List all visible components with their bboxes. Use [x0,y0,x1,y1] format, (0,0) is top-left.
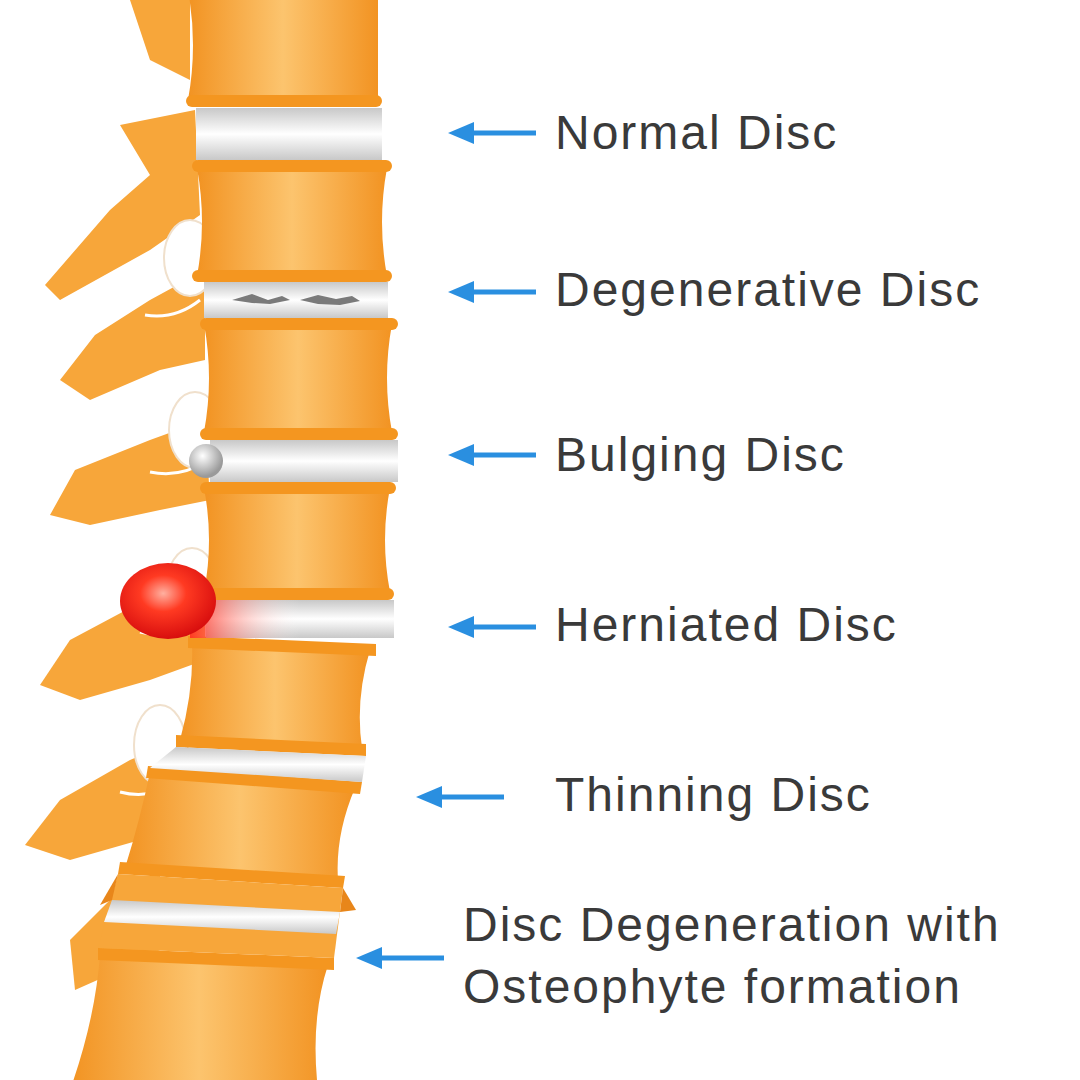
disc-label: Thinning Disc [555,764,1055,826]
vertebral-bodies [70,0,392,1080]
degenerative-disc [204,282,388,318]
normal-disc [196,108,382,160]
thinning-disc [150,747,366,782]
disc-label: Degenerative Disc [555,259,1070,321]
endplates [98,95,398,970]
osteophyte-disc [98,874,356,958]
disc-label: Herniated Disc [555,594,1055,656]
herniated-disc [120,563,394,639]
leader-arrows [356,122,536,969]
disc-label: Normal Disc [555,102,1055,164]
disc-label: Bulging Disc [555,424,1055,486]
bulging-disc [189,440,398,482]
disc-label: Disc Degeneration with Osteophyte format… [463,894,1073,1018]
